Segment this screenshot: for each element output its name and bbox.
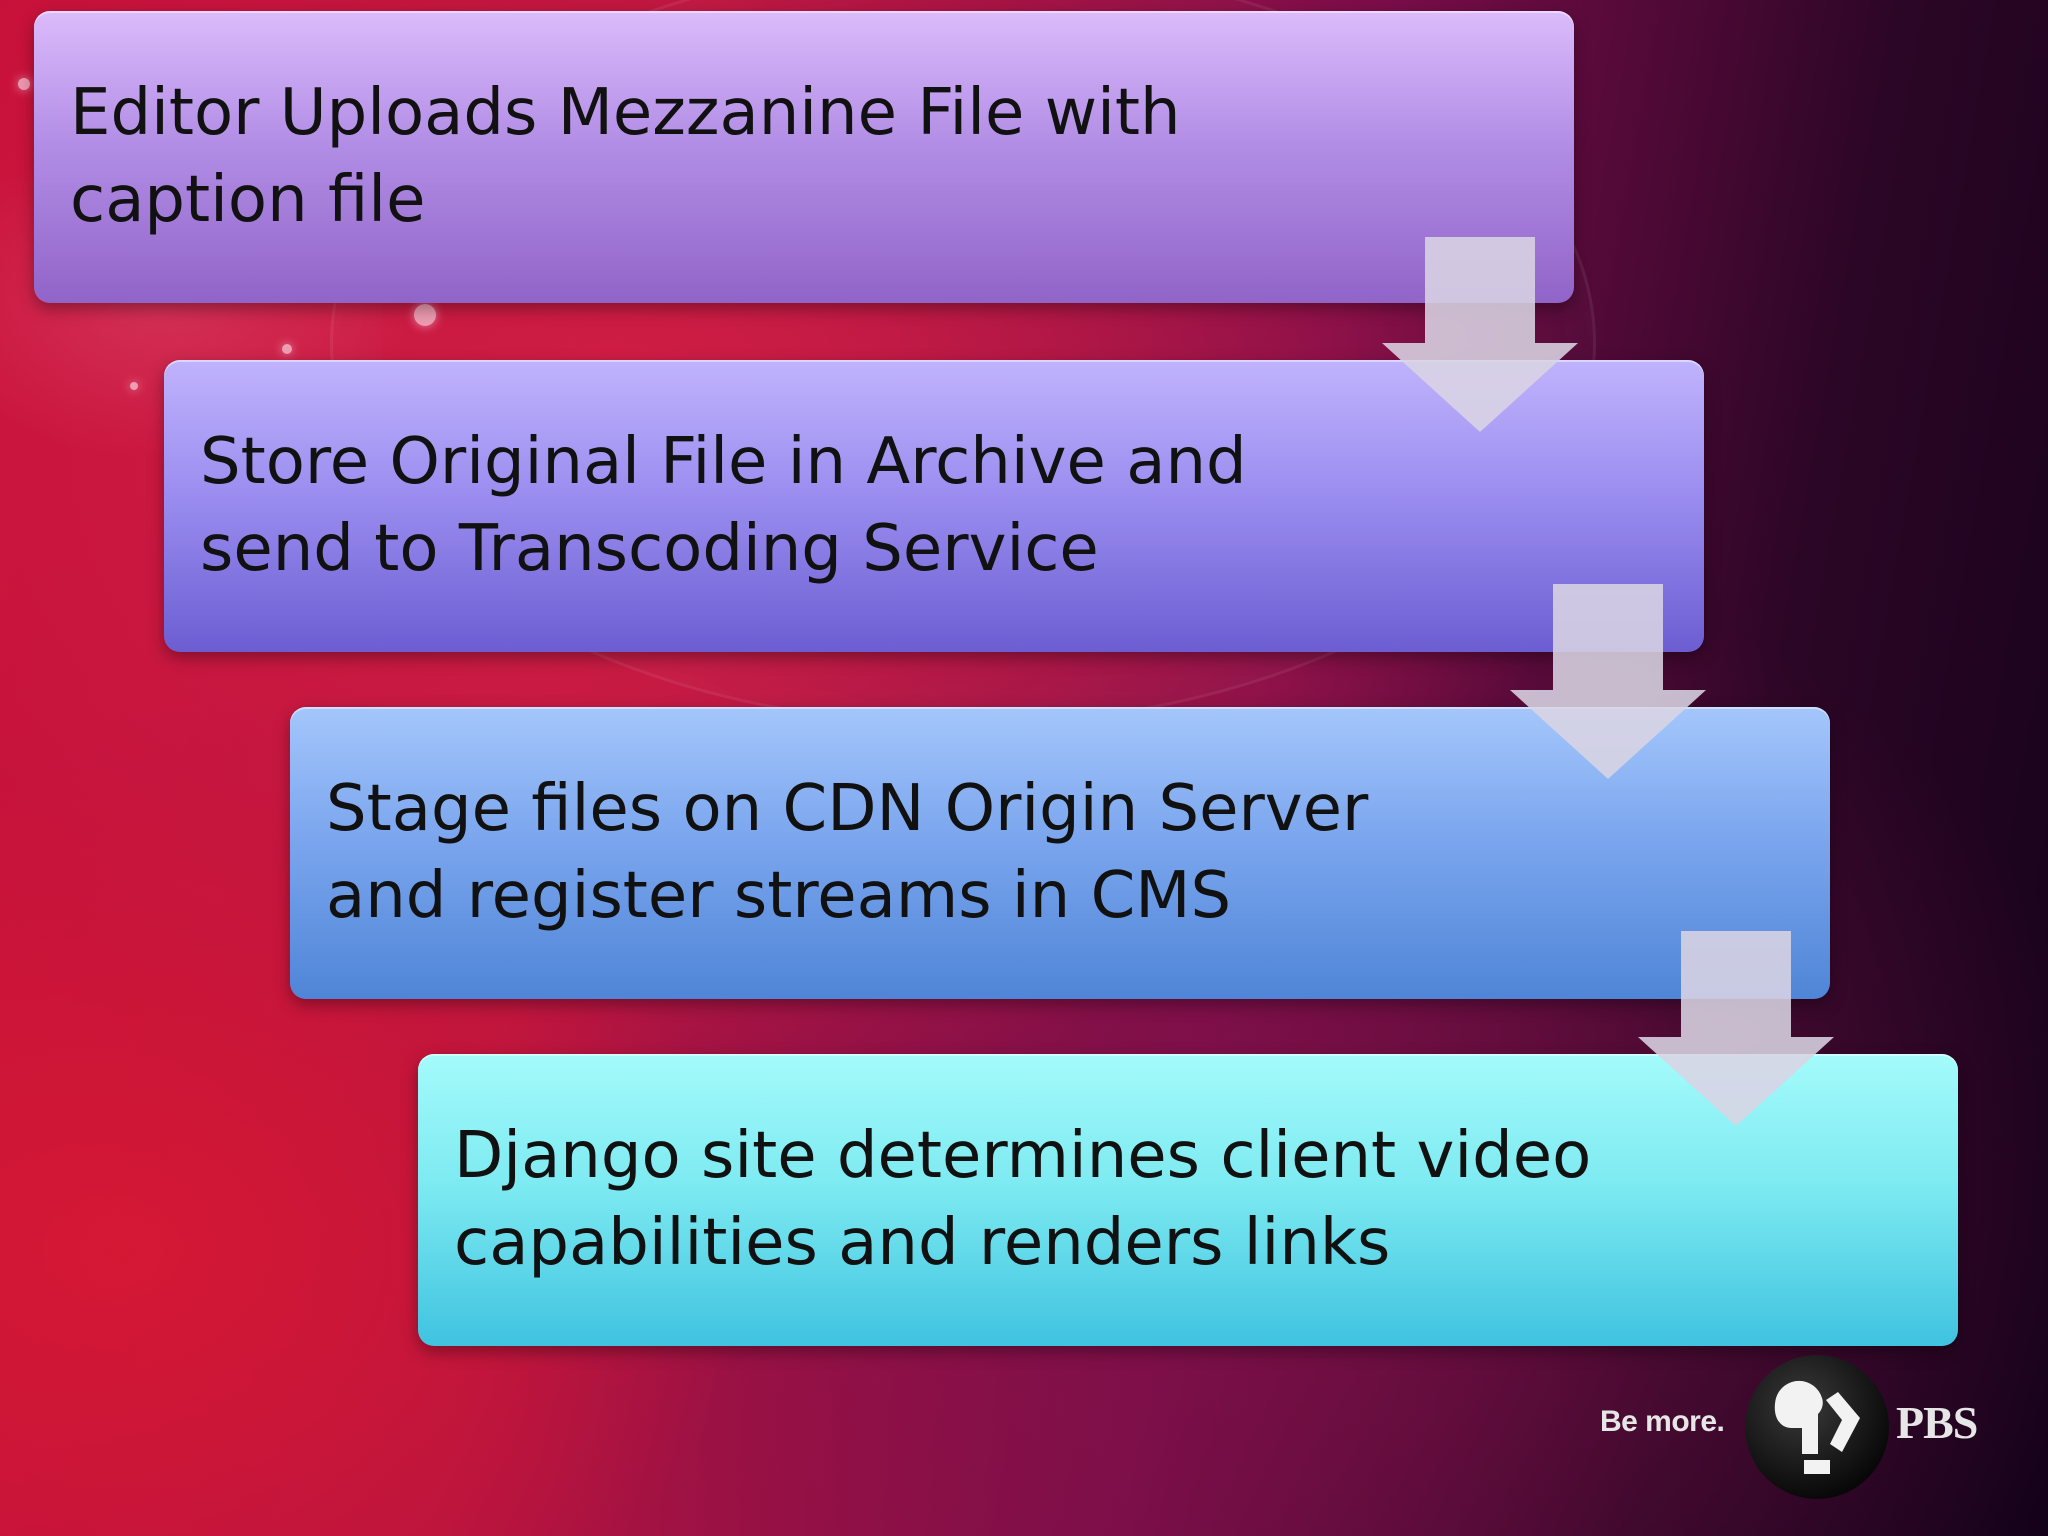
- step-4-box: Django site determines client video capa…: [418, 1054, 1958, 1346]
- step-3-box: Stage files on CDN Origin Server and reg…: [290, 707, 1830, 999]
- step-4-text: Django site determines client video capa…: [454, 1119, 1592, 1280]
- step-1-box: Editor Uploads Mezzanine File with capti…: [34, 11, 1574, 303]
- background-sparkle: [414, 304, 436, 326]
- pbs-logo-icon: [1745, 1355, 1889, 1499]
- step-2-text: Store Original File in Archive and send …: [200, 425, 1247, 586]
- arrow-down-icon: [1382, 237, 1578, 432]
- background-sparkle: [130, 382, 138, 390]
- step-2-box: Store Original File in Archive and send …: [164, 360, 1704, 652]
- arrow-down-icon: [1638, 931, 1834, 1126]
- step-1-text: Editor Uploads Mezzanine File with capti…: [70, 76, 1181, 237]
- background-sparkle: [282, 344, 292, 354]
- step-3-text: Stage files on CDN Origin Server and reg…: [326, 772, 1369, 933]
- background-sparkle: [18, 78, 30, 90]
- arrow-down-icon: [1510, 584, 1706, 779]
- pbs-wordmark: PBS: [1896, 1397, 1978, 1448]
- tagline: Be more.: [1600, 1405, 1725, 1438]
- pbs-branding: Be more. PBS: [1600, 1350, 2020, 1500]
